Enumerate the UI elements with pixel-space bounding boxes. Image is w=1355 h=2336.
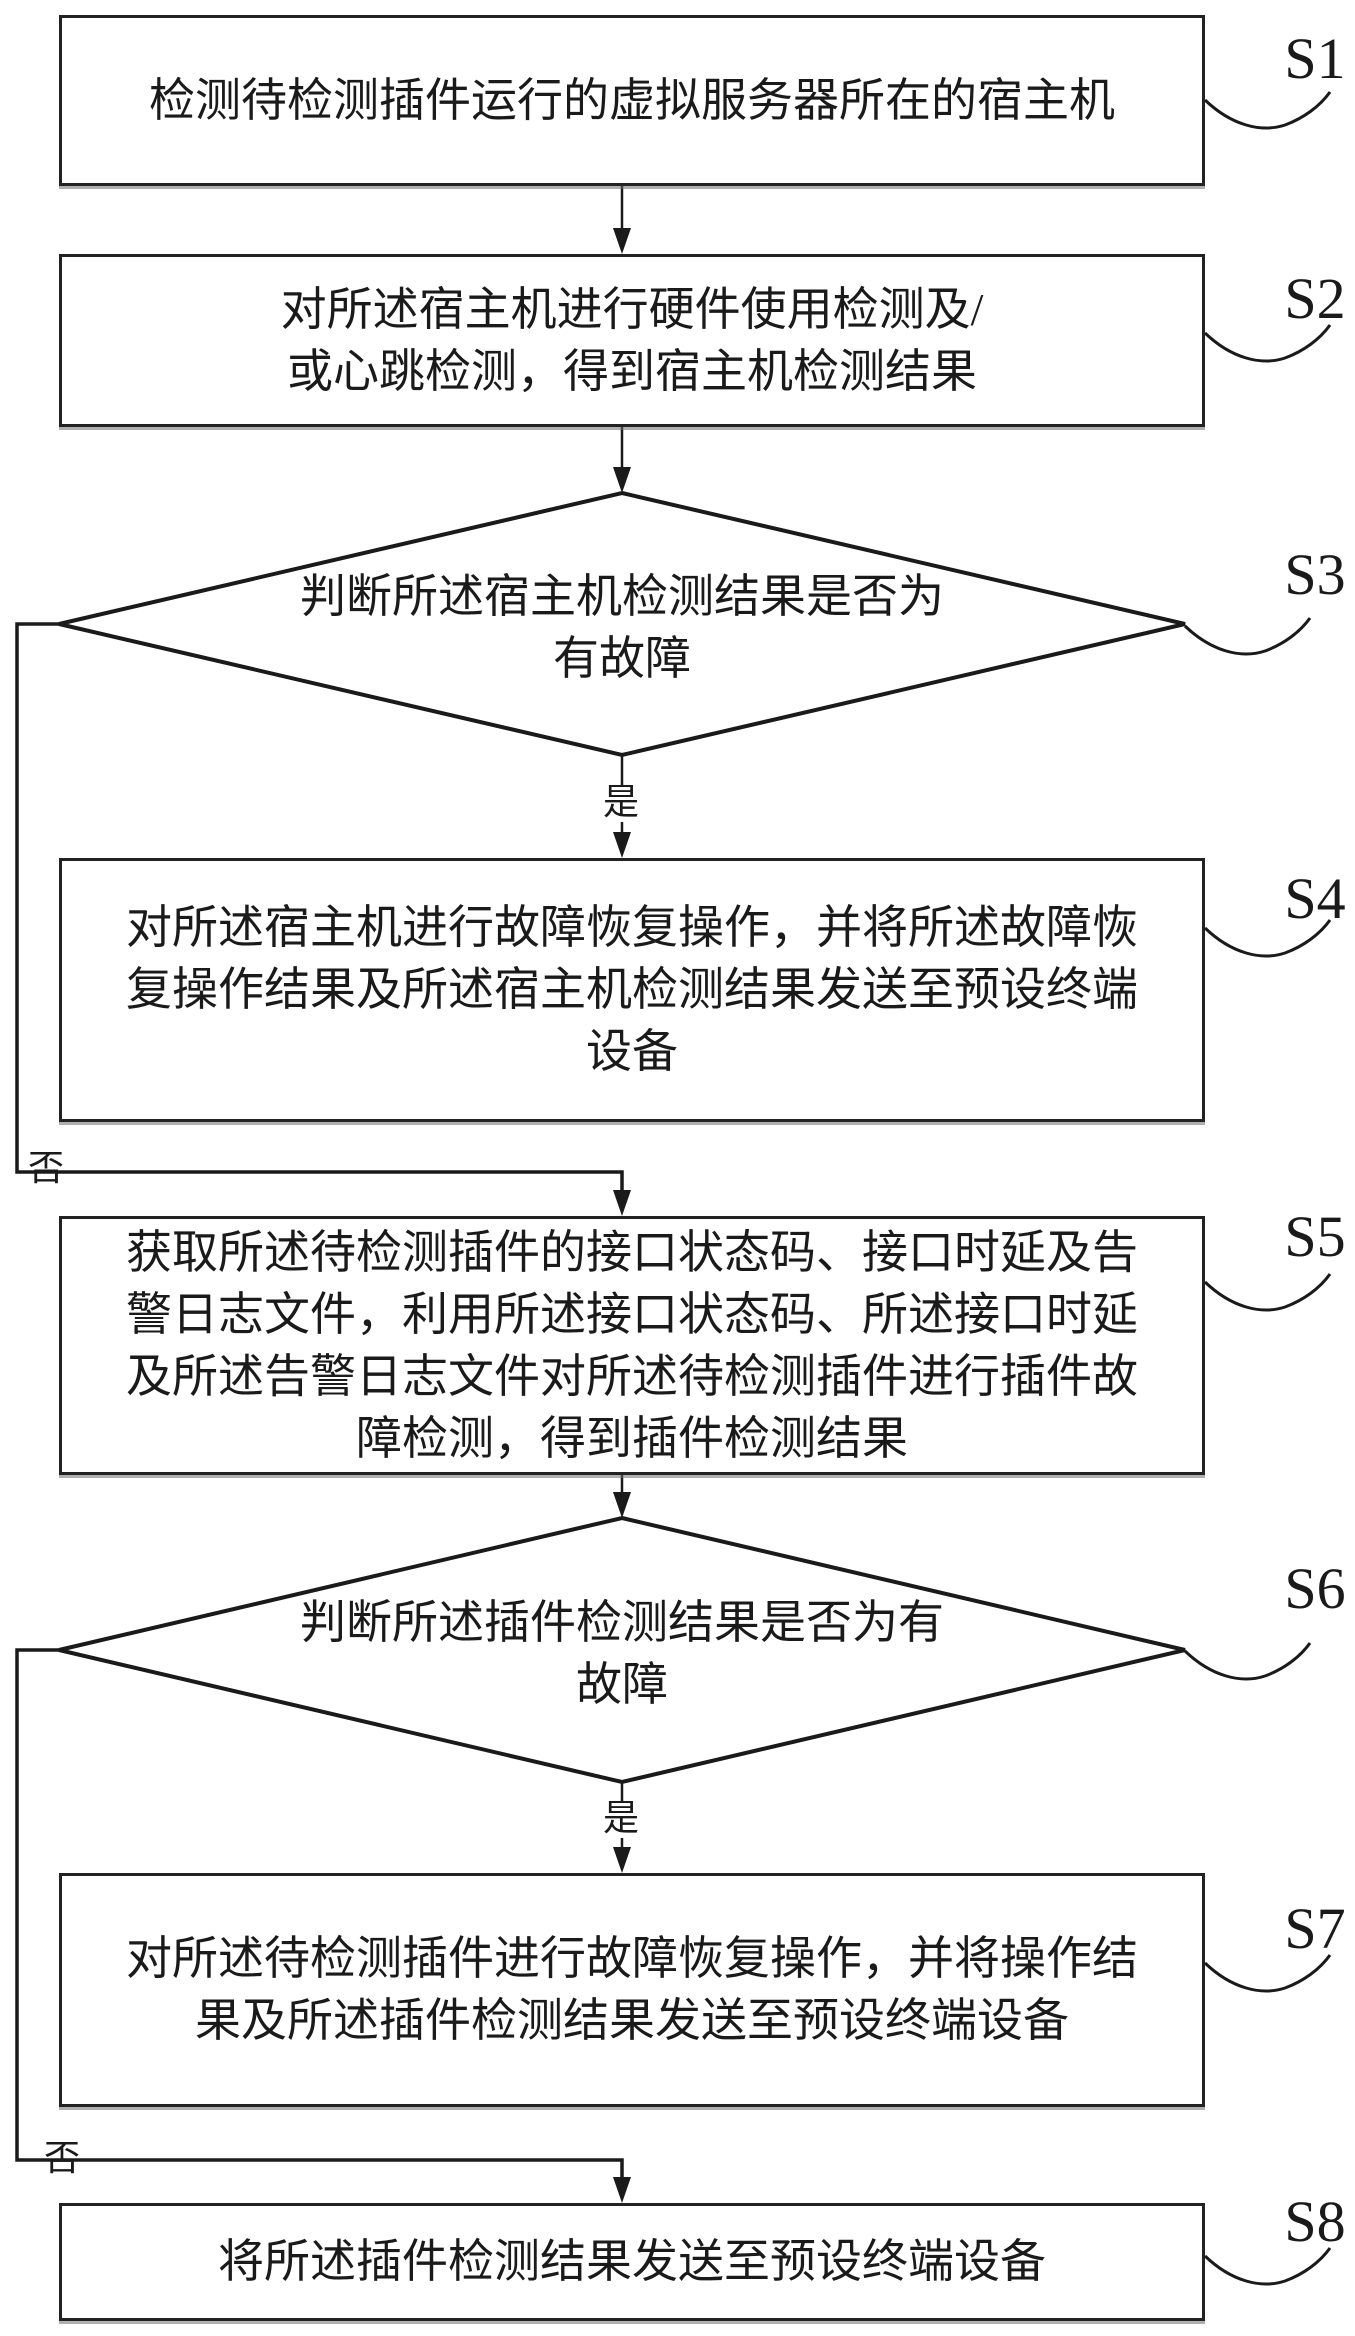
reference-squiggle-s5 bbox=[1203, 1273, 1332, 1312]
process-box-s2: 对所述宿主机进行硬件使用检测及/ 或心跳检测，得到宿主机检测结果 bbox=[59, 254, 1205, 427]
arrowhead-icon bbox=[613, 467, 631, 493]
reference-squiggle-s7 bbox=[1203, 1954, 1332, 1993]
process-box-s1: 检测待检测插件运行的虚拟服务器所在的宿主机 bbox=[59, 15, 1205, 186]
reference-squiggle-s8 bbox=[1203, 2247, 1332, 2286]
reference-squiggle-s4 bbox=[1203, 919, 1332, 958]
step-label-s2: S2 bbox=[1284, 266, 1346, 331]
reference-squiggle-s6 bbox=[1183, 1642, 1312, 1681]
step-label-s1: S1 bbox=[1284, 26, 1346, 91]
step-label-s6: S6 bbox=[1284, 1556, 1346, 1621]
arrowhead-icon bbox=[613, 1847, 631, 1873]
step-label-s7: S7 bbox=[1284, 1896, 1346, 1961]
arrowhead-icon bbox=[613, 832, 631, 858]
branch-label-yes-s6: 是 bbox=[603, 1798, 640, 1838]
arrowhead-icon bbox=[613, 1190, 631, 1216]
branch-label-no-s6: 否 bbox=[44, 2138, 81, 2178]
connector-s3-no-s5 bbox=[15, 622, 624, 1192]
process-box-s7: 对所述待检测插件进行故障恢复操作，并将操作结 果及所述插件检测结果发送至预设终端… bbox=[59, 1873, 1205, 2107]
arrowhead-icon bbox=[613, 2177, 631, 2203]
step-label-s5: S5 bbox=[1284, 1204, 1346, 1269]
decision-text-s3: 判断所述宿主机检测结果是否为 有故障 bbox=[300, 571, 944, 684]
reference-squiggle-s1 bbox=[1203, 91, 1332, 130]
decision-text-s6: 判断所述插件检测结果是否为有 故障 bbox=[300, 1597, 944, 1710]
process-box-s8: 将所述插件检测结果发送至预设终端设备 bbox=[59, 2203, 1205, 2321]
step-label-s8: S8 bbox=[1284, 2189, 1346, 2254]
arrowhead-icon bbox=[613, 228, 631, 254]
process-box-s5: 获取所述待检测插件的接口状态码、接口时延及告 警日志文件，利用所述接口状态码、所… bbox=[59, 1216, 1205, 1475]
branch-label-no-s3: 否 bbox=[28, 1148, 65, 1188]
connector-s6-no-s8 bbox=[15, 1648, 624, 2179]
process-box-s4: 对所述宿主机进行故障恢复操作，并将所述故障恢 复操作结果及所述宿主机检测结果发送… bbox=[59, 858, 1205, 1122]
step-label-s3: S3 bbox=[1284, 542, 1346, 607]
arrowhead-icon bbox=[613, 1492, 631, 1518]
reference-squiggle-s2 bbox=[1203, 324, 1332, 363]
reference-squiggle-s3 bbox=[1183, 617, 1312, 656]
step-label-s4: S4 bbox=[1284, 866, 1346, 931]
branch-label-yes-s3: 是 bbox=[603, 782, 640, 822]
